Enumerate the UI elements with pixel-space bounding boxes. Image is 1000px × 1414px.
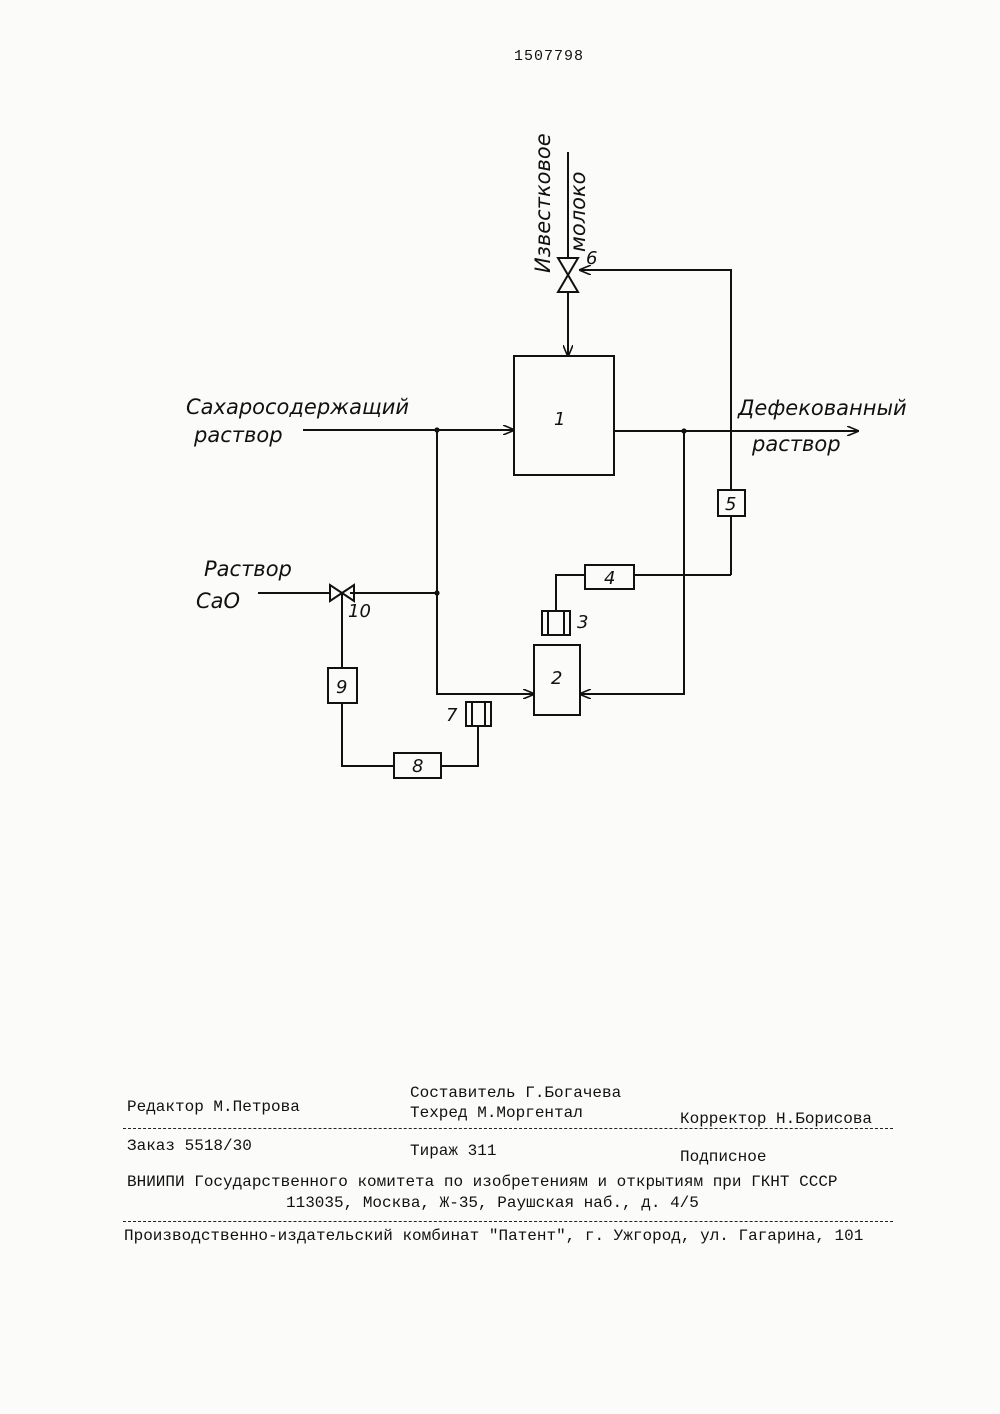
label-defecated-solution-2: раствор [751, 432, 841, 456]
block-9-label: 9 [336, 677, 347, 698]
sensor-3 [542, 611, 570, 635]
label-cao-solution: Раствор [204, 557, 292, 581]
sensor-3-label: 3 [577, 612, 588, 633]
footer-publisher: Производственно-издательский комбинат "П… [124, 1227, 863, 1245]
footer-editor: Редактор М.Петрова [127, 1098, 300, 1116]
block-2-label: 2 [551, 668, 562, 689]
label-sugar-solution: Сахаросодержащий [186, 395, 409, 419]
line-9-to-8 [342, 703, 394, 766]
block-1-label: 1 [554, 409, 565, 430]
process-diagram: 1 2 3 4 5 6 7 8 9 [0, 0, 1000, 900]
block-8-label: 8 [412, 756, 423, 777]
label-lime-milk-2: молоко [566, 172, 590, 253]
valve-6 [558, 258, 578, 292]
footer-techred: Техред М.Моргентал [410, 1104, 583, 1122]
footer-circulation: Тираж 311 [410, 1142, 496, 1160]
line-4-to-3 [556, 575, 585, 611]
block-5-label: 5 [725, 494, 736, 515]
block-4-label: 4 [604, 568, 615, 589]
sample-line-to-2 [580, 431, 684, 694]
feedback-line-5-6 [580, 270, 731, 490]
line-8-to-7 [441, 726, 478, 766]
footer-institute: ВНИИПИ Государственного комитета по изоб… [127, 1173, 838, 1191]
footer-address: 113035, Москва, Ж-35, Раушская наб., д. … [286, 1194, 699, 1212]
label-defecated-solution: Дефекованный [737, 396, 907, 420]
footer-rule-1 [123, 1128, 893, 1129]
sensor-7-label: 7 [446, 705, 458, 726]
label-cao-solution-2: CaO [196, 589, 240, 613]
valve-10-label: 10 [348, 601, 371, 622]
footer-corrector: Корректор Н.Борисова [680, 1110, 872, 1128]
label-lime-milk: Известковое [531, 133, 555, 273]
sensor-7 [466, 702, 491, 726]
footer-order: Заказ 5518/30 [127, 1137, 252, 1155]
footer-rule-2 [123, 1221, 893, 1222]
footer-subscription: Подписное [680, 1148, 766, 1166]
branch-to-2 [437, 430, 534, 694]
footer-compiler: Составитель Г.Богачева [410, 1084, 621, 1102]
label-sugar-solution-2: раствор [193, 423, 283, 447]
